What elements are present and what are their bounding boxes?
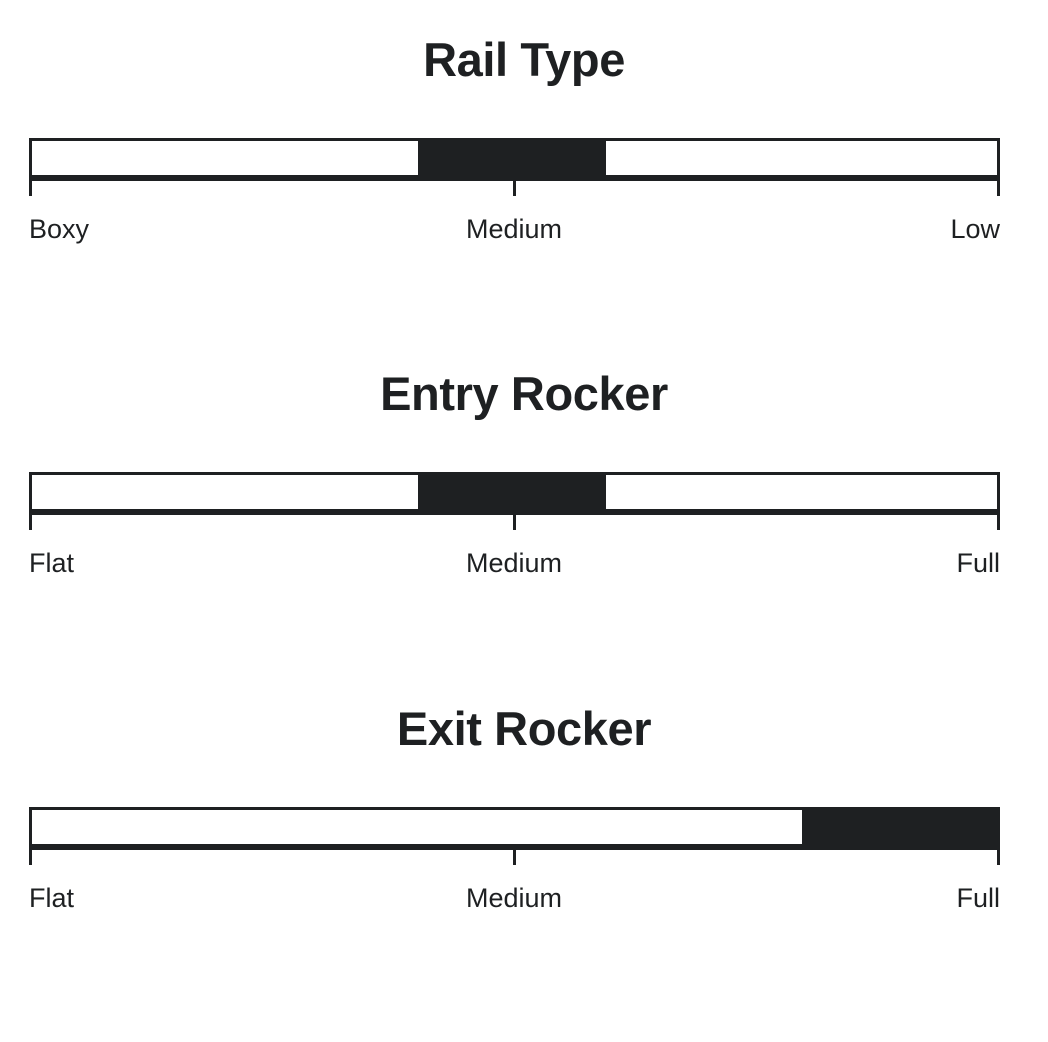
scale-graphic: Boxy Medium Low — [29, 138, 1000, 246]
axis-tick-start — [29, 847, 32, 865]
axis-label-mid: Medium — [465, 214, 563, 244]
axis-tick-mid — [513, 512, 516, 530]
scale-axis — [29, 178, 1000, 198]
axis-tick-start — [29, 178, 32, 196]
axis-label-mid: Medium — [465, 883, 563, 913]
axis-label-start: Boxy — [29, 214, 90, 244]
scale-bar-fill — [418, 141, 607, 175]
axis-tick-mid — [513, 178, 516, 196]
scale-title: Entry Rocker — [380, 367, 668, 420]
axis-tick-start — [29, 512, 32, 530]
axis-label-start: Flat — [29, 883, 75, 913]
axis-label-end: Full — [956, 883, 1000, 913]
scale-graphic: Flat Medium Full — [29, 807, 1000, 915]
scale-bar-fill — [802, 810, 997, 844]
axis-tick-mid — [513, 847, 516, 865]
scale-labels: Boxy Medium Low — [29, 212, 1000, 246]
scale-bar-track[interactable] — [29, 138, 1000, 178]
axis-label-start: Flat — [29, 548, 75, 578]
scale-graphic: Flat Medium Full — [29, 472, 1000, 580]
scale-bar-track[interactable] — [29, 807, 1000, 847]
axis-tick-end — [997, 512, 1000, 530]
scale-labels: Flat Medium Full — [29, 881, 1000, 915]
scale-block-rail-type: Rail Type Boxy Medium Low — [0, 36, 1048, 246]
scale-title: Rail Type — [423, 33, 625, 86]
axis-label-end: Low — [950, 214, 1000, 244]
scale-axis — [29, 847, 1000, 867]
scale-labels: Flat Medium Full — [29, 546, 1000, 580]
axis-label-mid: Medium — [465, 548, 563, 578]
scale-block-entry-rocker: Entry Rocker Flat Medium Full — [0, 370, 1048, 580]
scale-bar-fill — [418, 475, 607, 509]
scale-title: Exit Rocker — [396, 702, 652, 755]
axis-label-end: Full — [956, 548, 1000, 578]
scale-axis — [29, 512, 1000, 532]
scale-block-exit-rocker: Exit Rocker Flat Medium Full — [0, 705, 1048, 915]
scale-bar-track[interactable] — [29, 472, 1000, 512]
axis-tick-end — [997, 847, 1000, 865]
axis-tick-end — [997, 178, 1000, 196]
